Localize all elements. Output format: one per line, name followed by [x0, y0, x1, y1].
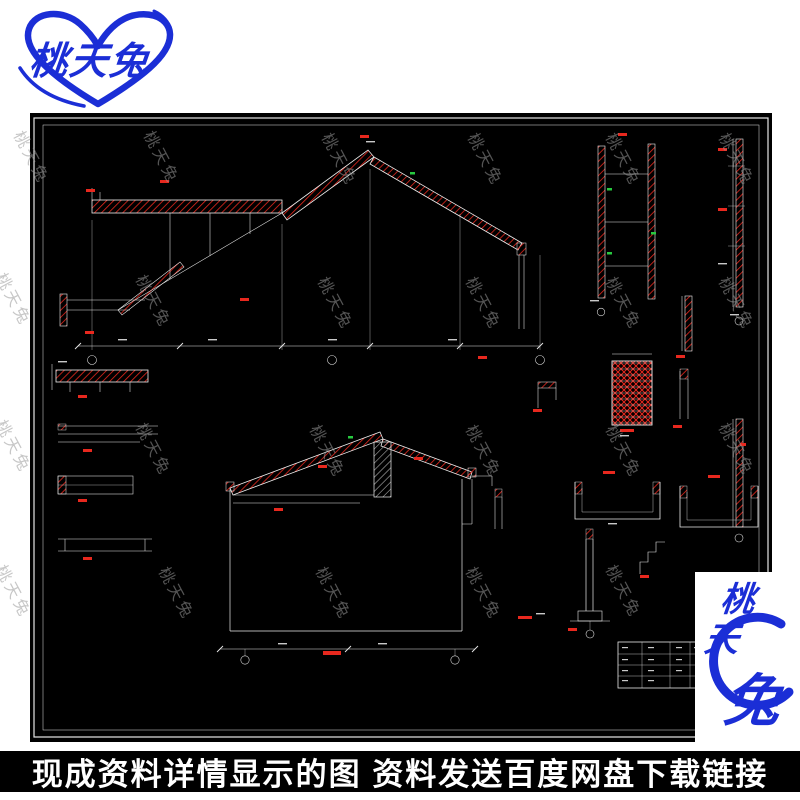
brand-logo-bottom-right: 桃 天 兔 — [695, 572, 800, 748]
brand-logo-top-left: 桃天兔 — [6, 2, 192, 112]
sheet-frame — [33, 117, 769, 738]
hatched-members — [55, 138, 759, 540]
cad-drawing — [30, 113, 772, 742]
brand-logo-patch: 桃 天 兔 — [695, 572, 800, 748]
bottom-banner: 现成资料详情显示的图 资料发送百度网盘下载链接 — [0, 751, 800, 792]
cad-linework — [33, 117, 769, 738]
green-annotation-marks — [348, 172, 656, 439]
brand-char-3: 兔 — [721, 669, 784, 732]
heart-logo-icon — [18, 9, 174, 108]
brand-char-2: 天 — [702, 621, 741, 659]
brand-logo-text: 桃天兔 — [27, 41, 152, 83]
banner-text: 现成资料详情显示的图 资料发送百度网盘下载链接 — [31, 757, 769, 792]
red-annotation-marks — [78, 133, 746, 655]
swoosh-icon — [709, 612, 794, 710]
construction-lines — [51, 139, 759, 689]
